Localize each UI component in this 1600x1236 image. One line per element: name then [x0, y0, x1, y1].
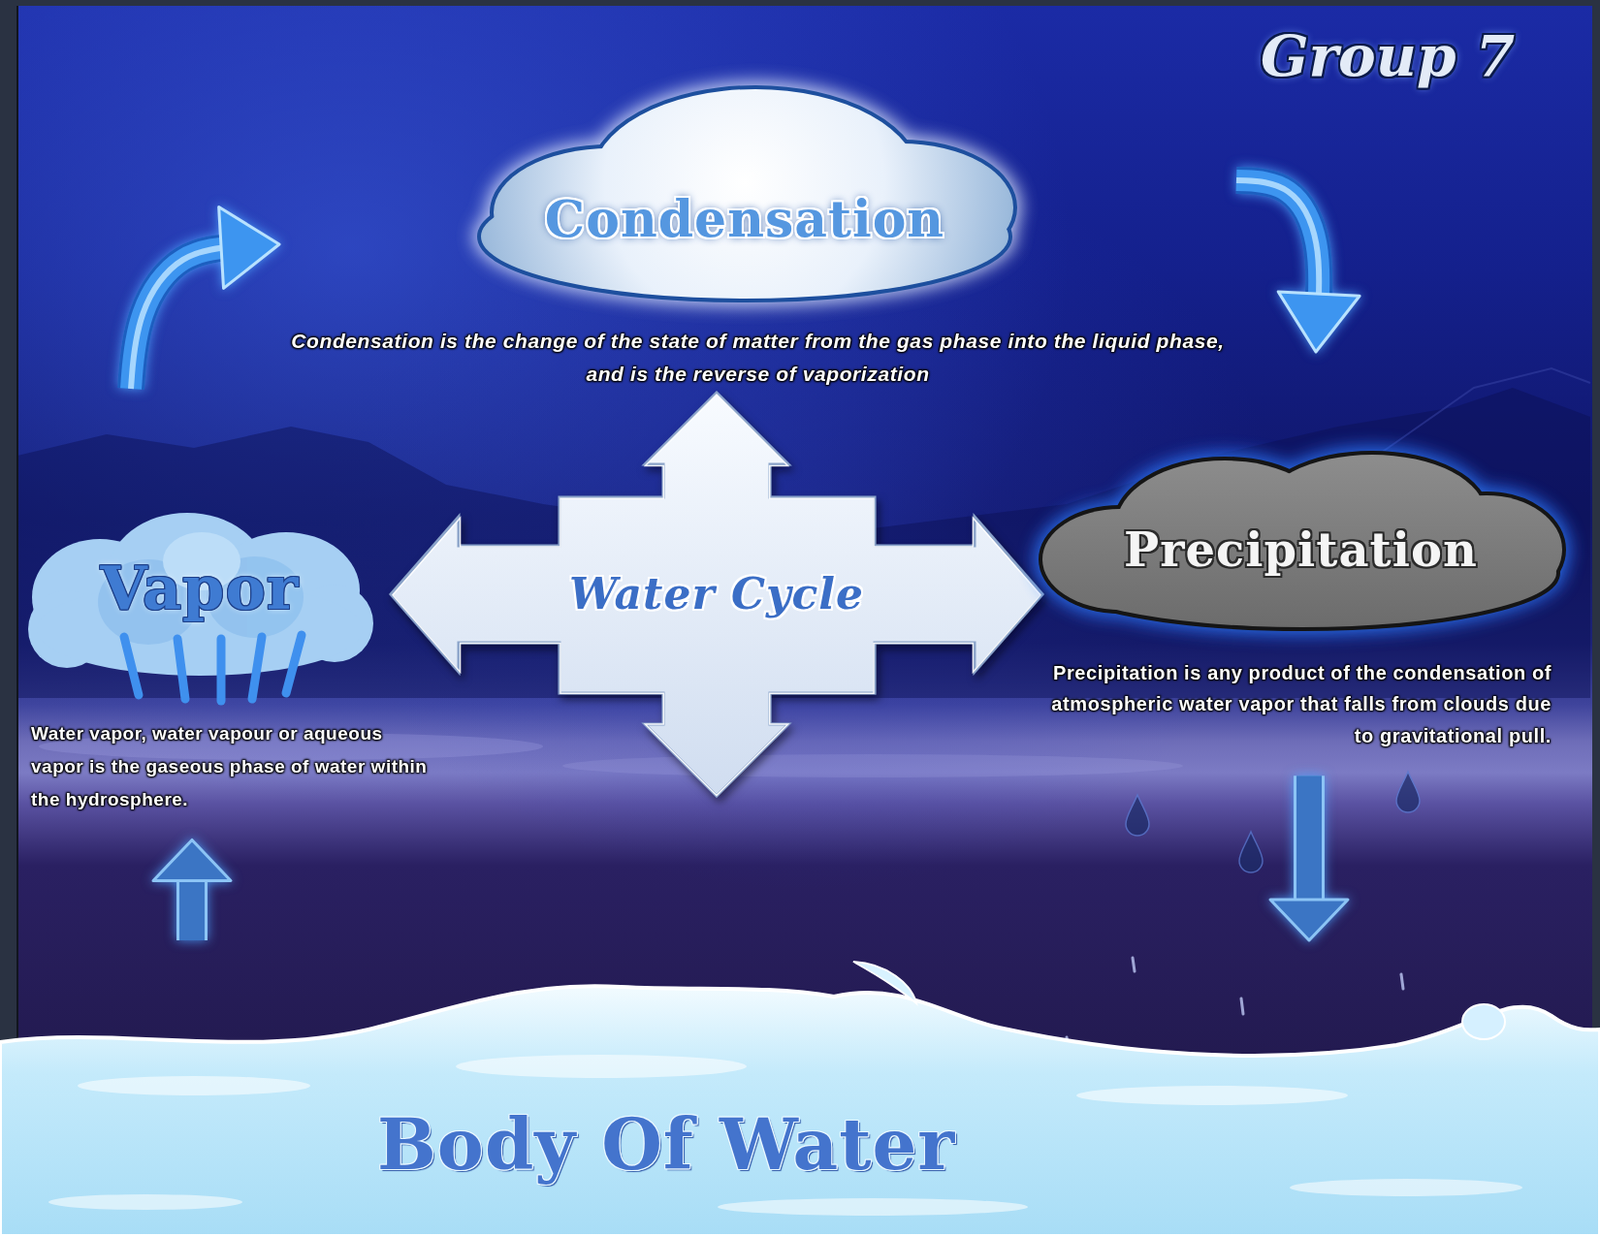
description-text: Condensation is the change of the state …	[281, 324, 1235, 391]
water-shape: Body Of Water	[0, 960, 1600, 1236]
vapor-streak	[217, 639, 226, 702]
frame-border	[0, 0, 1600, 6]
curved-flow-arrow	[1236, 180, 1360, 352]
cloud-heading: Vapor	[100, 553, 300, 623]
cloud-heading: Condensation	[544, 190, 945, 249]
water-foam	[1289, 1179, 1523, 1197]
water-foam	[717, 1198, 1028, 1216]
vapor-streak	[177, 639, 186, 700]
rain-streak	[1132, 958, 1135, 972]
cross-arrow-body	[390, 392, 1043, 797]
vapor-streak	[124, 637, 139, 696]
cloud-body	[480, 89, 1014, 299]
water-foam	[48, 1194, 243, 1211]
water-waves	[0, 960, 1600, 1236]
group-label: Group 7	[1260, 24, 1515, 90]
cloud-shape: Condensation	[464, 81, 1025, 307]
cloud-border	[1042, 454, 1563, 628]
cloud-body	[1042, 454, 1563, 628]
rain-streak	[1241, 998, 1244, 1015]
water-foam	[1076, 1086, 1348, 1106]
water-splash	[853, 961, 917, 1004]
condensation-cloud: CondensationCondensation is the change o…	[281, 81, 1235, 391]
rain-drop	[1125, 795, 1150, 836]
water-surface	[0, 986, 1600, 1236]
cross-arrow-bevel	[392, 394, 1041, 797]
water-foam	[455, 1055, 747, 1079]
cycle-cross: Water Cycle	[390, 392, 1043, 797]
arrow-head	[153, 839, 231, 881]
rain-streak	[1401, 974, 1404, 990]
vapor-cloud: VaporWater vapor, water vapour or aqueou…	[22, 505, 440, 816]
vapor-streaks	[124, 635, 302, 702]
curved-flow-arrow	[130, 207, 280, 389]
block-flow-arrow	[1270, 775, 1348, 941]
mountain-ridge	[1376, 368, 1591, 456]
rain-drop	[1239, 832, 1263, 873]
cloud-glow	[1034, 447, 1570, 636]
arrow-shaft	[1296, 775, 1322, 917]
vapor-streak	[286, 635, 302, 694]
arrow-head	[219, 207, 280, 289]
cloud-shape: Vapor	[22, 505, 378, 704]
vapor-streak	[252, 637, 262, 700]
rain-drop	[1396, 771, 1420, 813]
cross-shape: Water Cycle	[390, 392, 1043, 797]
water-label: Body Of Water	[377, 1105, 956, 1186]
rain-drops	[1066, 771, 1420, 1052]
description-text: Water vapor, water vapour or aqueous vap…	[31, 717, 440, 816]
cloud-glow	[473, 81, 1022, 307]
cloud-border	[480, 89, 1014, 299]
water-splash	[1462, 1004, 1505, 1040]
cloud-body	[28, 512, 374, 676]
cloud-heading: Precipitation	[1123, 523, 1478, 577]
arrow-shaft	[1293, 775, 1325, 917]
arrow-head	[1270, 899, 1348, 941]
cloud-shape: Precipitation	[1030, 448, 1571, 639]
precipitation-cloud: PrecipitationPrecipitation is any produc…	[1030, 448, 1571, 752]
arrow-head	[1278, 291, 1360, 352]
cycle-title: Water Cycle	[569, 570, 864, 620]
water-band: Body Of Water	[0, 960, 1600, 1236]
cloud-puff	[480, 174, 1009, 299]
block-flow-arrow	[153, 839, 231, 941]
water-foam	[77, 1076, 311, 1096]
horizon-reflection	[562, 754, 1184, 778]
cloud-border-puff	[480, 174, 1009, 299]
description-text: Precipitation is any product of the cond…	[1047, 657, 1552, 752]
cloud-bubbles	[97, 532, 304, 645]
